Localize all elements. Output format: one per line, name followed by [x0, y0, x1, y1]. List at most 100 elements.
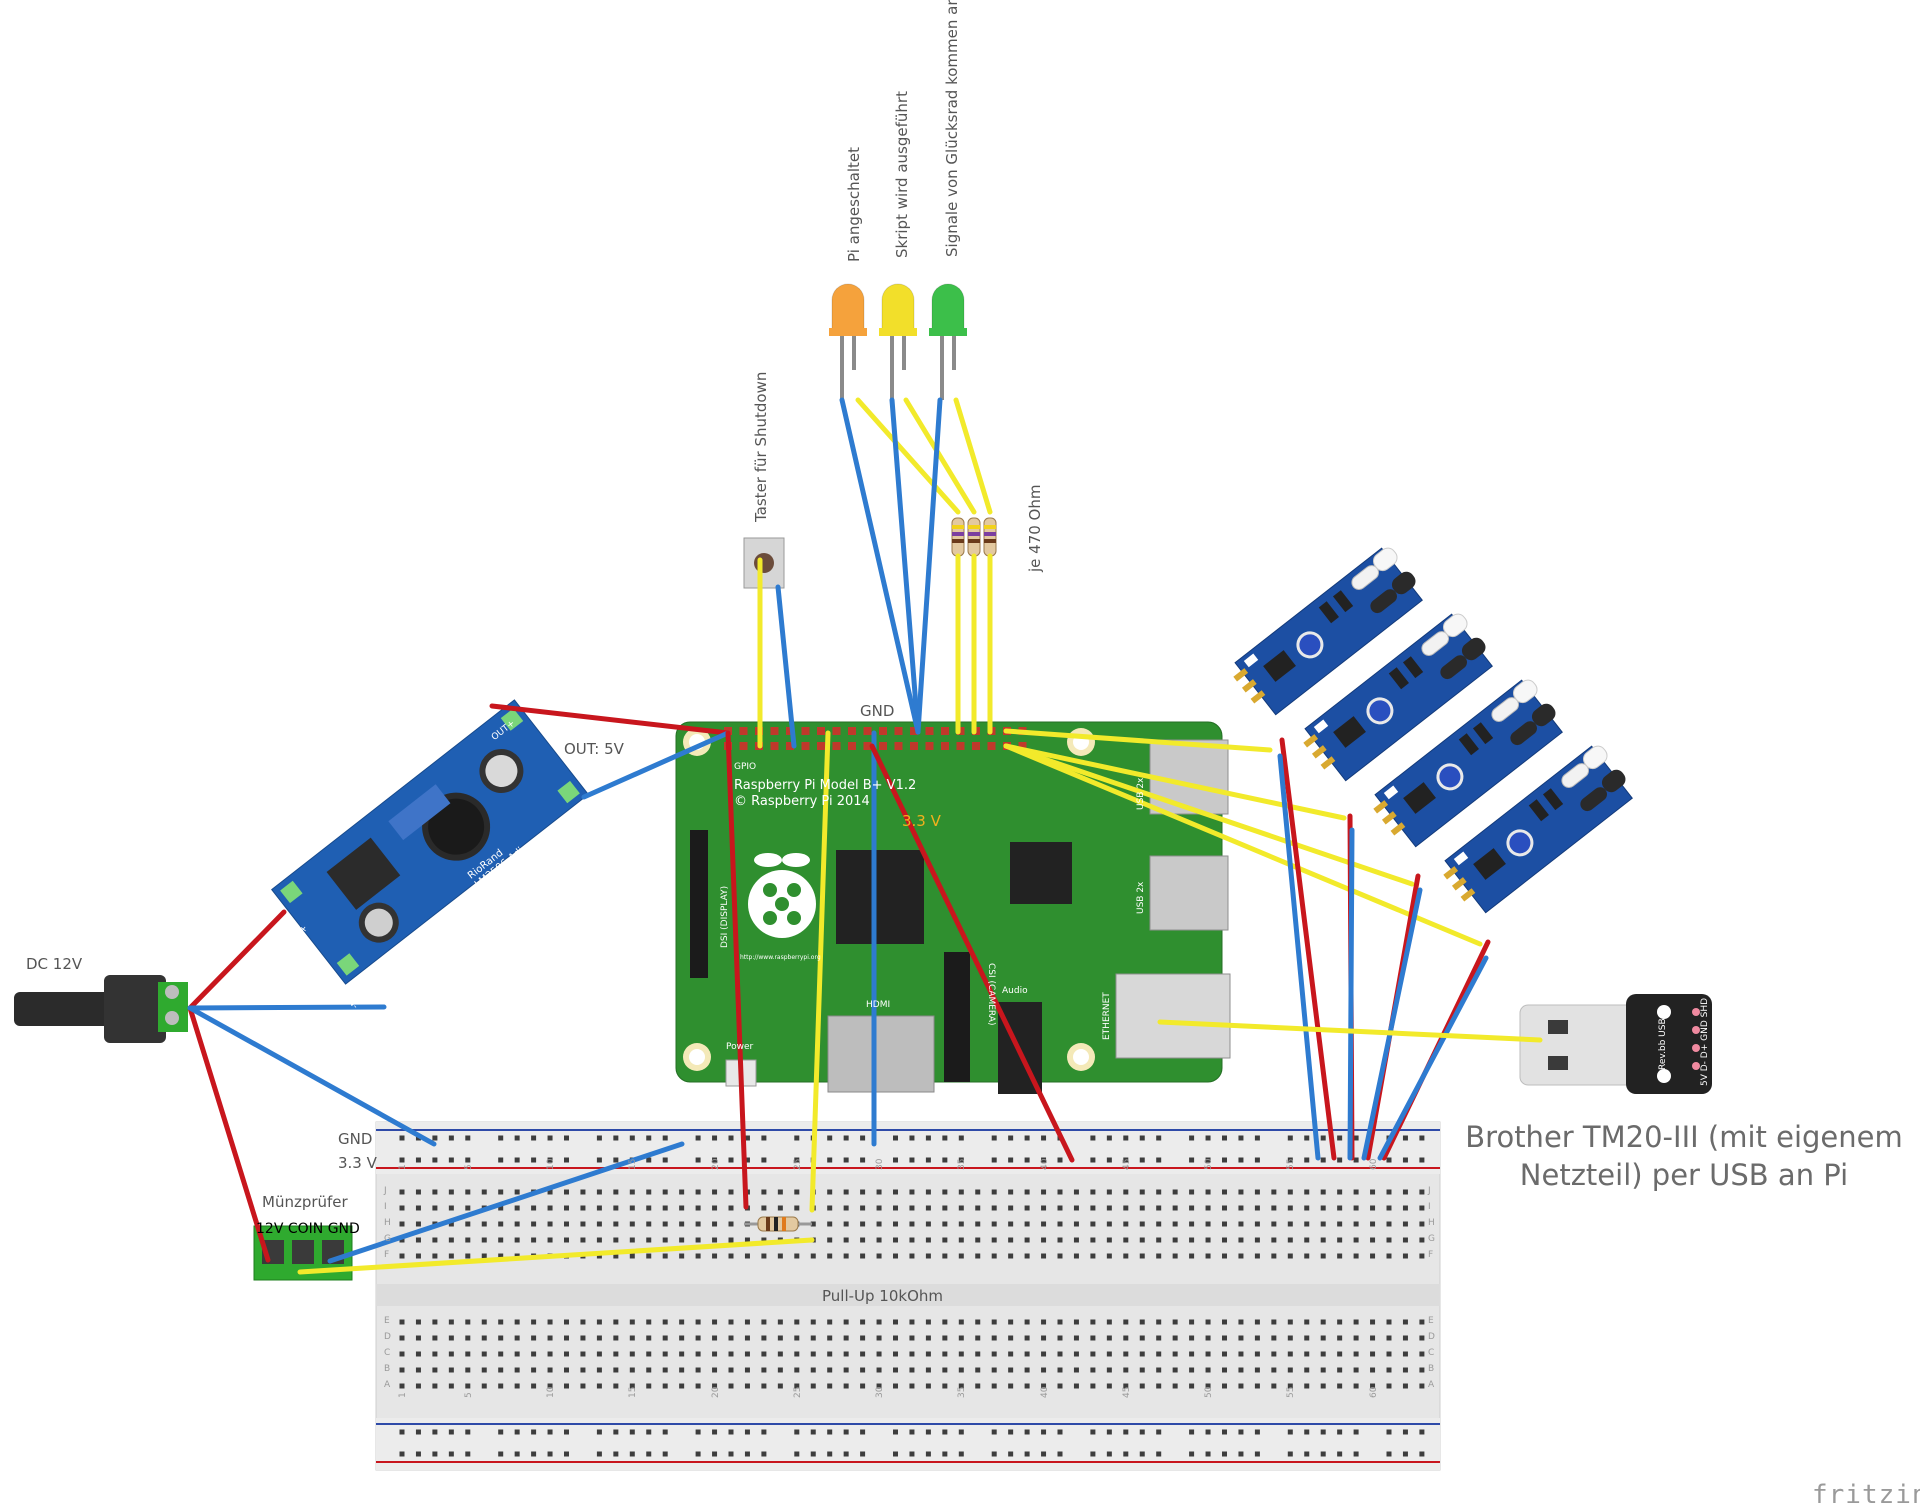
breadboard-hole [498, 1189, 504, 1195]
breadboard-hole [1024, 1157, 1030, 1163]
breadboard-hole [1024, 1135, 1030, 1141]
breadboard-hole [827, 1367, 833, 1373]
breadboard-hole [596, 1335, 602, 1341]
breadboard-hole [1205, 1351, 1211, 1357]
breadboard-hole [1337, 1157, 1343, 1163]
breadboard-hole [564, 1367, 569, 1373]
hdmi-port [827, 1015, 935, 1093]
breadboard-hole [1254, 1253, 1260, 1259]
gpio-pin [894, 742, 903, 750]
wire-blue [915, 397, 943, 735]
breadboard-hole [1090, 1135, 1096, 1141]
breadboard-hole [580, 1367, 586, 1373]
breadboard-hole [547, 1205, 553, 1211]
breadboard-hole [1320, 1237, 1326, 1243]
breadboard-hole [531, 1319, 537, 1325]
breadboard-hole [415, 1157, 421, 1163]
breadboard-hole [958, 1367, 964, 1373]
breadboard-hole [596, 1157, 602, 1163]
breadboard-hole [1222, 1451, 1227, 1457]
breadboard-hole [1057, 1367, 1063, 1373]
breadboard-hole [564, 1319, 569, 1325]
breadboard-hole [695, 1205, 701, 1211]
breadboard-hole [514, 1383, 520, 1389]
breadboard-hole [1304, 1221, 1310, 1227]
breadboard-hole [465, 1205, 471, 1211]
led-resistors [951, 517, 997, 557]
breadboard-hole [1222, 1429, 1227, 1435]
breadboard-hole [1222, 1383, 1227, 1389]
breadboard-hole [1353, 1429, 1359, 1435]
breadboard-column-label: 25 [792, 1386, 803, 1398]
breadboard-hole [646, 1367, 652, 1373]
breadboard-hole [613, 1383, 619, 1389]
breadboard-hole [712, 1451, 718, 1457]
breadboard-hole [1419, 1367, 1425, 1373]
breadboard-hole [1189, 1383, 1195, 1389]
breadboard-hole [1073, 1221, 1079, 1227]
breadboard-hole [679, 1237, 685, 1243]
breadboard-hole [1041, 1205, 1047, 1211]
breadboard-hole [942, 1221, 948, 1227]
breadboard-hole [662, 1367, 668, 1373]
breadboard-hole [1106, 1253, 1112, 1259]
breadboard-hole [1205, 1319, 1211, 1325]
breadboard-hole [1419, 1135, 1425, 1141]
breadboard-hole [1238, 1135, 1244, 1141]
breadboard-hole [547, 1319, 553, 1325]
breadboard-hole [1172, 1319, 1178, 1325]
breadboard-hole [1320, 1335, 1326, 1341]
breadboard-hole [975, 1367, 981, 1373]
breadboard-hole [1123, 1237, 1129, 1243]
breadboard-hole [1402, 1351, 1408, 1357]
breadboard-hole [547, 1383, 553, 1389]
breadboard-hole [1238, 1237, 1244, 1243]
breadboard-hole [1189, 1221, 1195, 1227]
breadboard-hole [1123, 1367, 1129, 1373]
breadboard-hole [1041, 1221, 1047, 1227]
breadboard-hole [531, 1135, 537, 1141]
buck-converter-board [271, 699, 589, 985]
breadboard-hole [925, 1205, 931, 1211]
breadboard-hole [1156, 1429, 1162, 1435]
breadboard-hole [415, 1237, 421, 1243]
breadboard-hole [1402, 1383, 1408, 1389]
breadboard-hole [728, 1135, 734, 1141]
breadboard-hole [646, 1429, 652, 1435]
breadboard-hole [1106, 1189, 1112, 1195]
breadboard-hole [498, 1335, 504, 1341]
gpio-pin [972, 742, 980, 750]
breadboard-hole [794, 1205, 800, 1211]
breadboard-column-label: 25 [792, 1158, 803, 1170]
breadboard-hole [1304, 1189, 1310, 1195]
breadboard-hole [1222, 1367, 1227, 1373]
breadboard-hole [1254, 1367, 1260, 1373]
breadboard-hole [1254, 1135, 1260, 1141]
breadboard-hole [448, 1351, 454, 1357]
breadboard-hole [1024, 1335, 1030, 1341]
breadboard-hole [991, 1253, 997, 1259]
breadboard-hole [1156, 1451, 1162, 1457]
breadboard-hole [777, 1383, 783, 1389]
breadboard-hole [1073, 1253, 1079, 1259]
resistor-470-ohm [951, 517, 965, 557]
breadboard-hole [925, 1253, 931, 1259]
gpio-pin [801, 742, 810, 750]
breadboard-hole [1139, 1367, 1145, 1373]
breadboard-hole [1189, 1429, 1195, 1435]
breadboard-hole [1337, 1205, 1343, 1211]
breadboard-hole [1238, 1157, 1244, 1163]
pi-hdmi-label: HDMI [866, 1000, 891, 1010]
gpio-pin [739, 727, 748, 735]
breadboard-hole [1320, 1351, 1326, 1357]
breadboard-hole [761, 1237, 767, 1243]
gpio-pin [863, 727, 872, 735]
breadboard-hole [1353, 1335, 1359, 1341]
breadboard-hole [448, 1253, 454, 1259]
breadboard-hole [827, 1451, 833, 1457]
breadboard-hole [662, 1189, 668, 1195]
breadboard-hole [827, 1221, 833, 1227]
breadboard-hole [415, 1221, 421, 1227]
breadboard-hole [1189, 1189, 1195, 1195]
breadboard-hole [810, 1383, 816, 1389]
